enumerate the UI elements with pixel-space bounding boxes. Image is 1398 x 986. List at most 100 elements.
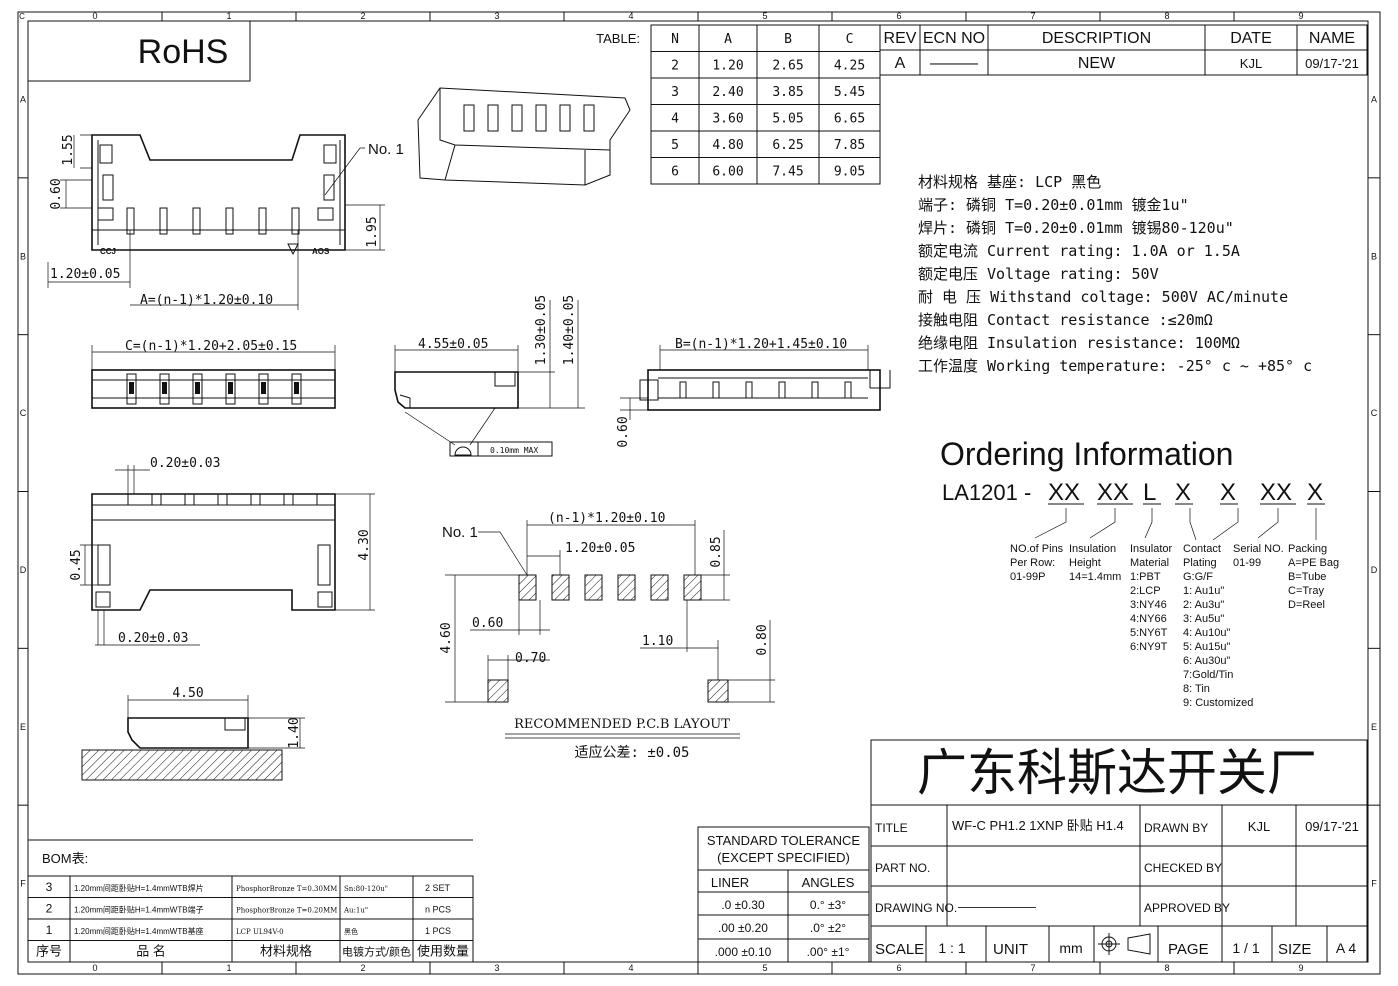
terminal-pin [193,493,219,506]
rev-header-cell: DESCRIPTION [1042,30,1151,47]
bom-header-cell: 使用数量 [417,944,469,959]
rev-header-cell: ECN NO [923,30,985,47]
pcb-layout-title: RECOMMENDED P.C.B LAYOUT [514,717,730,732]
table-cell: 3.60 [712,112,743,127]
rev-header-cell: REV [884,30,917,47]
dim-0-60-rear: 0.60 [616,416,631,447]
ordering-legend-line: 4: Au10u" [1183,627,1230,639]
dim-B: B=(n-1)*1.20+1.45±0.10 [675,337,847,352]
col-label-bottom: 2 [360,963,365,973]
ordering-legend-line: 7:Gold/Tin [1183,669,1233,681]
bom-cell: 黑色 [344,927,358,936]
pcb-dim-4-60: 4.60 [439,622,454,653]
pcb-no1-label: No. 1 [442,524,478,541]
ordering-legend-line: NO.of Pins [1010,543,1064,555]
rev-header-cell: DATE [1230,30,1271,47]
code-guide-line [1089,508,1116,539]
spec-line: 材料规格 基座: LCP 黑色 [918,173,1101,191]
pcb-dim-0-80: 0.80 [755,624,770,655]
terminal-pin-face [228,382,233,394]
title-value: WF-C PH1.2 1XNP 卧贴 H1.4 [952,818,1124,833]
size-value: A 4 [1336,940,1356,956]
flatness-label: 0.10mm MAX [490,446,538,455]
terminal-pin [291,207,300,235]
pin-mark-left: CCJ [100,247,116,256]
terminal-pin [159,373,170,405]
terminal-pin [226,493,252,506]
row-label-left: C [20,408,27,418]
bom-header-cell: 电镀方式/颜色 [342,945,411,959]
terminal-pin [292,493,318,506]
table-cell: 2.65 [772,59,803,74]
top-view: CCJ AOS 1.55 0.60 1.95 No. 1 1.20±0.05 A… [47,134,404,310]
terminal-pin [126,373,137,405]
terminal-pin [559,104,571,132]
drawing-no-label: DRAWING NO. [875,901,957,915]
col-label-top: 4 [628,11,633,21]
bom-cell: 2 SET [425,883,451,893]
bom-title: BOM表: [42,851,88,866]
terminal-pin [258,373,269,405]
terminal-pin [192,373,203,405]
ordering-legend-line: G:G/F [1183,571,1213,583]
ordering-legend-line: 6: Au30u" [1183,655,1230,667]
terminal-pin [712,381,720,399]
table-cell: 5.45 [834,85,865,100]
iso-view [417,87,631,186]
terminal-pin [258,207,267,235]
terminal-pin-face [195,382,200,394]
ordering-legend-line: 2:LCP [1130,585,1161,597]
approved-by-label: APPROVED BY [1144,901,1230,915]
bom-cell: 1.20mm间距卧贴H=1.4mmWTB基座 [74,926,204,936]
drawing-no-value: —————— [958,899,1036,914]
ordering-legend-line: 8: Tin [1183,683,1210,695]
table-cell: 2 [671,59,679,74]
ordering-legend-line: Per Row: [1010,557,1055,569]
dim-4-50: 4.50 [172,686,203,701]
size-label: SIZE [1278,941,1311,958]
tolerance-frame [697,826,870,963]
ordering-code-part: XX [1048,479,1080,506]
bom-cell: Sn:80-120u" [344,885,388,893]
bom-header-cell: 序号 [36,944,62,959]
rev-cell: A [895,55,906,72]
code-guide-line [1189,508,1197,541]
table-cell: 1.20 [712,59,743,74]
ordering-legend-line: 5: Au15u" [1183,641,1230,653]
tolerance-title: STANDARD TOLERANCE [707,833,860,848]
pcb-dim-1-10: 1.10 [642,634,673,649]
row-label-left: E [20,722,26,732]
table-label: TABLE: [596,31,640,46]
rohs-box: RoHS [27,20,251,82]
table-cell: 6.00 [712,165,743,180]
table-cell: 7.45 [772,165,803,180]
dim-C: C=(n-1)*1.20+2.05±0.15 [125,339,297,354]
bom-cell: Au:1u" [343,907,368,915]
col-label-bottom: 5 [762,963,767,973]
dim-pitch-1-20: 1.20±0.05 [50,267,120,282]
pcb-dim-pitch: 1.20±0.05 [565,541,635,556]
col-label-bottom: 4 [628,963,633,973]
col-label-bottom: 6 [896,963,901,973]
unit-value: mm [1059,940,1082,956]
projection-symbol [1098,933,1151,955]
terminal-pin [745,381,753,399]
ordering-code-part: L [1143,479,1156,506]
rohs-label: RoHS [138,33,229,71]
table-header-cell: C [846,32,854,47]
ordering-legend-line: A=PE Bag [1288,557,1339,569]
pcb-layout: No. 1 (n-1)*1.20±0.10 1.20±0.05 0.85 0.6… [439,511,775,761]
ordering-legend-line: Contact [1183,543,1221,555]
no1-label: No. 1 [368,141,404,158]
col-label-bottom: 0 [92,963,97,973]
bom-cell: 1.20mm间距卧贴H=1.4mmWTB端子 [74,905,204,915]
rev-cell: ——— [930,55,978,72]
dim-1-55: 1.55 [61,134,76,165]
table-cell: 5 [671,138,679,153]
col-label-top: 1 [226,11,231,21]
ordering-legend-line: 6:NY9T [1130,641,1168,653]
pcb-pad [617,574,636,601]
ordering-code-part: X [1307,479,1323,506]
